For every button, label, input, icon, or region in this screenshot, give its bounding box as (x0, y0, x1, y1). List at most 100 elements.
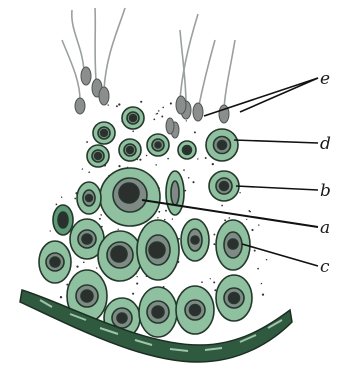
germ-cell (216, 275, 252, 321)
label-b: b (320, 181, 331, 201)
stipple-dot (74, 198, 76, 200)
stipple-dot (210, 278, 211, 279)
stipple-dot (137, 276, 138, 277)
cells-layer (39, 107, 252, 338)
spermatid-cell (122, 107, 144, 129)
sperm-tail (95, 8, 96, 80)
stipple-dot (162, 107, 164, 109)
stipple-dot (194, 131, 196, 133)
stipple-dot (132, 130, 134, 132)
stipple-dot (83, 261, 85, 263)
stipple-dot (170, 102, 172, 104)
leader-line-e (204, 78, 318, 116)
stipple-dot (118, 229, 119, 230)
stipple-dot (229, 217, 231, 219)
stipple-dot (100, 214, 102, 216)
stipple-dot (254, 250, 256, 252)
stipple-dot (132, 293, 134, 295)
sperm-tail (62, 40, 80, 100)
stipple-dot (136, 283, 138, 285)
label-c: c (320, 257, 330, 277)
stipple-dot (158, 110, 160, 112)
primary-spermatocyte-cell (100, 168, 160, 226)
stipple-dot (118, 103, 120, 105)
germ-cell (139, 287, 177, 337)
spermatid-cell (93, 122, 115, 144)
secondary-spermatocyte-cell (206, 129, 238, 161)
sperm-tail (224, 40, 235, 110)
spermatocyte-cell (209, 171, 239, 201)
stipple-dot (257, 268, 259, 270)
labels: e d b a c (320, 69, 331, 277)
germ-cell (176, 286, 214, 334)
stipple-dot (213, 281, 215, 283)
stipple-dot (96, 267, 97, 268)
stipple-dot (266, 259, 267, 260)
stipple-dot (82, 168, 83, 169)
stipple-dot (88, 171, 90, 173)
stipple-dot (224, 219, 226, 221)
stipple-dot (262, 293, 264, 295)
stipple-dot (251, 229, 253, 231)
stipple-dot (212, 163, 214, 165)
stipple-dot (86, 141, 88, 143)
stipple-dot (213, 243, 215, 245)
stipple-dot (118, 165, 120, 167)
stipple-dot (213, 234, 215, 236)
stipple-dot (183, 169, 185, 171)
stipple-dot (239, 192, 240, 193)
germ-cell (98, 231, 142, 281)
sperm-head (176, 96, 186, 114)
germ-cell (53, 205, 73, 235)
sperm-head (99, 87, 109, 105)
stipple-dot (186, 120, 187, 121)
stipple-dot (156, 113, 157, 114)
sperm-tail (198, 40, 215, 110)
stipple-dot (205, 157, 207, 159)
stipple-dot (172, 218, 173, 219)
stipple-dot (146, 155, 147, 156)
leader-line-e (240, 78, 318, 112)
stipple-dot (258, 224, 259, 225)
germ-cell (137, 220, 179, 280)
sperm-head (75, 98, 85, 114)
stipple-dot (116, 105, 118, 107)
stipple-dot (56, 204, 58, 206)
stipple-dot (221, 205, 223, 207)
stipple-dot (167, 158, 169, 160)
stipple-dot (155, 164, 157, 166)
stipple-dot (261, 283, 262, 284)
stipple-dot (192, 181, 194, 183)
sperm-tail (72, 10, 84, 70)
stipple-dot (140, 101, 142, 103)
elongated-cell (166, 171, 184, 215)
sperm-head (166, 118, 174, 134)
stipple-dot (108, 104, 109, 105)
germ-cell (39, 241, 71, 283)
leader-line-c (242, 244, 318, 266)
stipple-dot (246, 219, 247, 220)
stipple-dot (50, 230, 51, 231)
stipple-dot (201, 281, 203, 283)
stipple-dot (197, 158, 198, 159)
label-e: e (320, 69, 330, 89)
stipple-dot (188, 177, 190, 179)
sperm-head (193, 103, 203, 121)
leader-line-b (236, 186, 318, 190)
stipple-dot (139, 159, 141, 161)
stipple-dot (161, 116, 163, 118)
stipple-dot (157, 217, 158, 218)
spermatid-cell (119, 139, 141, 161)
stipple-dot (249, 211, 251, 213)
germ-cell (77, 182, 101, 214)
stipple-dot (164, 219, 165, 220)
stipple-dot (99, 218, 101, 220)
leader-line-d (234, 140, 318, 143)
stipple-dot (158, 211, 160, 213)
stipple-dot (61, 197, 62, 198)
label-a: a (320, 218, 330, 238)
sperm-head (81, 67, 91, 85)
germ-cell (181, 219, 209, 261)
spermatid-cell (178, 141, 196, 159)
